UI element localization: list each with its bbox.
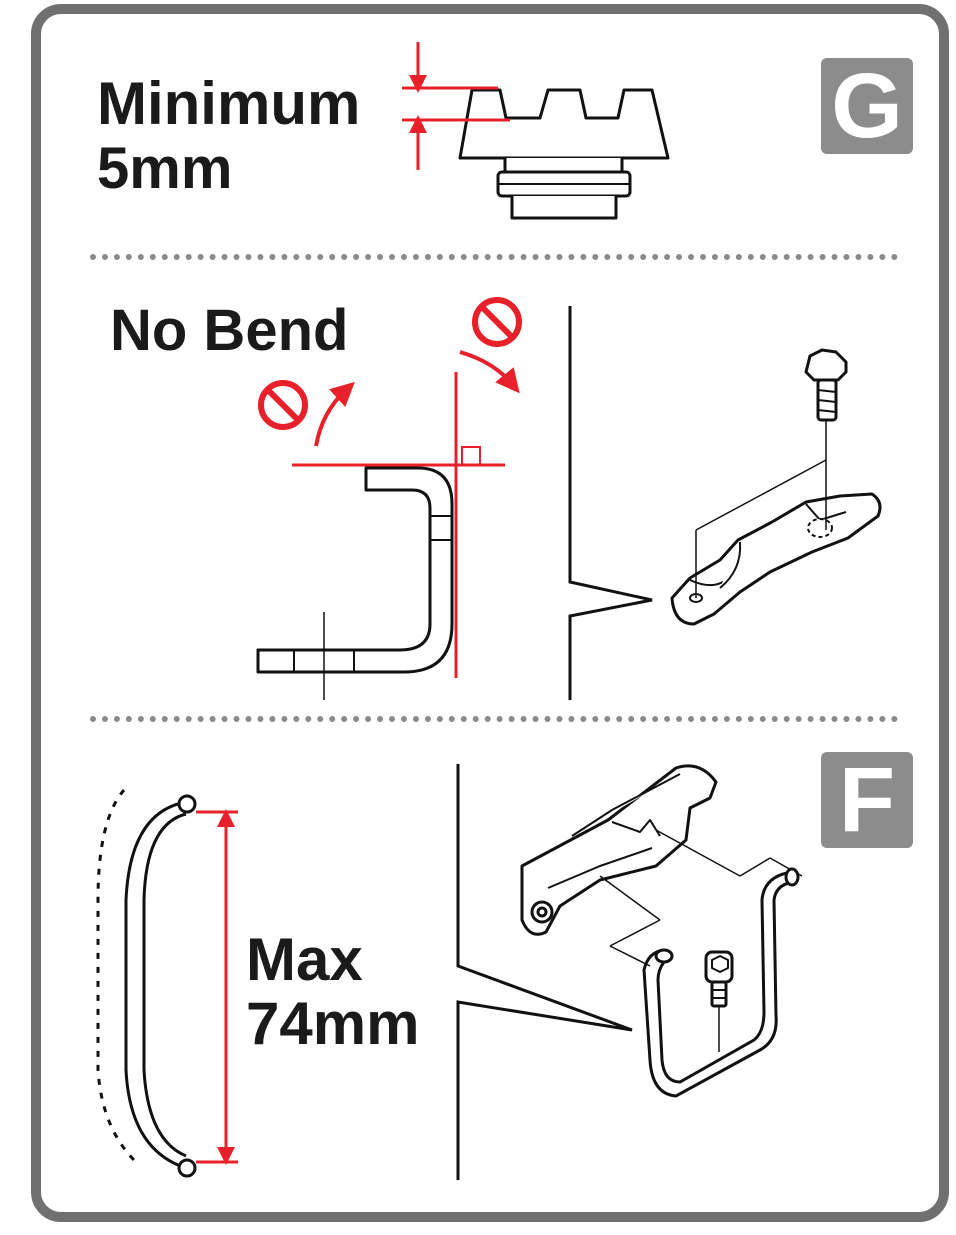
dimension-arrow-icon <box>402 42 510 170</box>
bend-arrow-icon <box>314 350 520 447</box>
section-badge-f: F <box>821 752 913 848</box>
callout-pointer <box>456 764 633 1180</box>
minimum-value-label: 5mm <box>97 136 233 201</box>
section-divider <box>90 254 898 260</box>
caliper-arm-icon <box>520 764 803 967</box>
brake-arch-icon <box>96 789 197 1178</box>
minimum-label: Minimum <box>97 70 361 137</box>
max-label: Max <box>246 926 363 993</box>
dimension-arrow-icon <box>196 809 238 1165</box>
max-value-label: 74mm <box>246 990 420 1057</box>
section-badge-g: G <box>821 58 913 154</box>
prohibited-icon <box>472 297 522 347</box>
callout-pointer <box>568 306 653 700</box>
hex-bolt-icon <box>704 950 734 1052</box>
brake-shoe-bracket-icon <box>256 466 454 700</box>
prohibited-icon <box>258 380 308 430</box>
bolt-icon <box>804 348 848 460</box>
reference-lines <box>292 372 505 678</box>
brake-arch-icon <box>642 867 800 1098</box>
panel-frame <box>31 4 949 1222</box>
brake-pad-icon <box>458 88 670 220</box>
section-divider <box>90 716 898 722</box>
brake-shoe-holder-icon <box>670 459 882 626</box>
no-bend-label: No Bend <box>110 298 349 363</box>
